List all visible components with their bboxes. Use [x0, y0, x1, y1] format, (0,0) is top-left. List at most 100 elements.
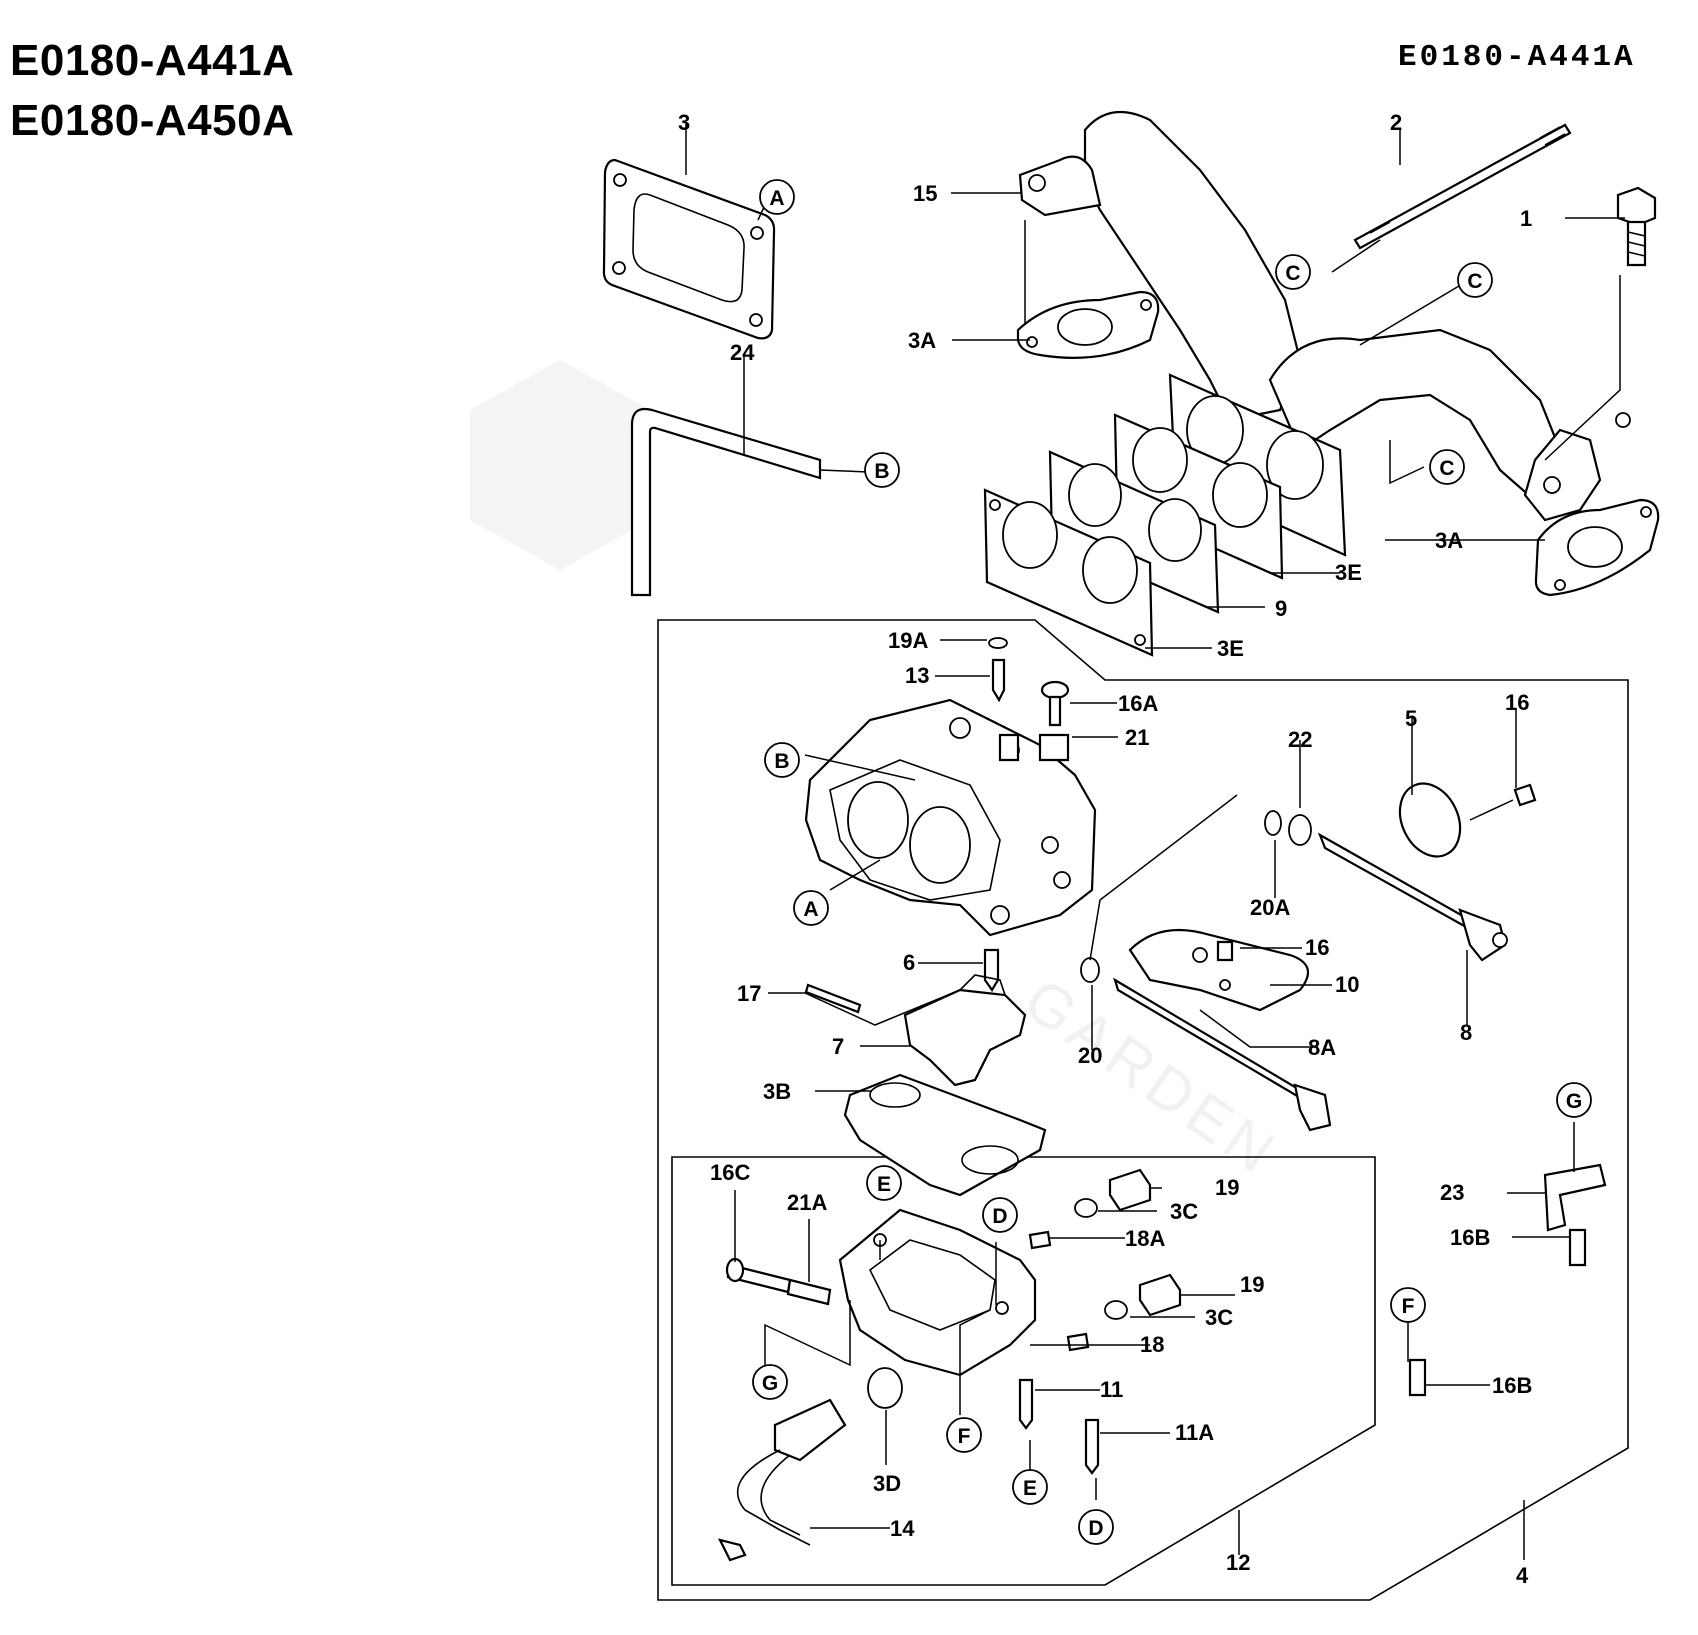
callout-8: 8	[1460, 1020, 1472, 1045]
callout-4: 4	[1516, 1563, 1529, 1588]
ref-marker-C-manifold: C	[1457, 262, 1493, 298]
ref-marker-C-flange: C	[1429, 449, 1465, 485]
bracket-23	[1543, 1163, 1607, 1232]
screw-16A	[1040, 680, 1070, 727]
callout-10: 10	[1335, 972, 1359, 997]
callout-3D: 3D	[873, 1471, 901, 1496]
callout-21: 21	[1125, 725, 1149, 750]
callout-9: 9	[1275, 596, 1287, 621]
callout-16-mid: 16	[1305, 935, 1329, 960]
gasket-3A-right	[1534, 498, 1660, 597]
choke-plate-10	[1128, 928, 1310, 1012]
throttle-valve-5	[1398, 782, 1462, 858]
choke-shaft-8A	[1113, 977, 1332, 1132]
jet-11A	[1084, 1418, 1100, 1475]
callout-15: 15	[913, 181, 937, 206]
callout-3E-lower: 3E	[1217, 636, 1244, 661]
plug-19-lower	[1138, 1273, 1182, 1317]
callout-20A: 20A	[1250, 895, 1290, 920]
svg-text:E: E	[1023, 1477, 1037, 1500]
gasket-3E-lower	[983, 488, 1154, 657]
float-7	[903, 974, 1027, 1087]
gasket-3A-left	[1016, 290, 1160, 359]
assembly-12-outline	[671, 1156, 1376, 1586]
callout-19-lower: 19	[1240, 1272, 1264, 1297]
callout-1: 1	[1520, 206, 1532, 231]
callout-3C-upper: 3C	[1170, 1199, 1198, 1224]
ref-marker-A-carb: A	[793, 890, 829, 926]
jet-18A	[1028, 1230, 1052, 1250]
reference-markers: A B C C C B A E D G F E D G F	[752, 179, 1592, 1545]
carburetor-body	[804, 698, 1097, 937]
callout-23: 23	[1440, 1180, 1464, 1205]
gasket-3B	[843, 1073, 1047, 1197]
screw-16C	[725, 1257, 792, 1294]
svg-text:G: G	[1566, 1090, 1582, 1113]
callout-13: 13	[905, 663, 929, 688]
svg-text:C: C	[1285, 262, 1300, 285]
callout-16B-upper: 16B	[1450, 1225, 1490, 1250]
solenoid-14	[717, 1398, 847, 1562]
seal-22	[1288, 814, 1312, 846]
o-ring-19A	[988, 637, 1008, 649]
washer-20A	[1264, 810, 1282, 836]
callout-24: 24	[730, 340, 755, 365]
callout-19-upper: 19	[1215, 1175, 1239, 1200]
callout-11: 11	[1100, 1377, 1123, 1402]
callout-11A: 11A	[1175, 1420, 1214, 1445]
washer-20	[1080, 957, 1100, 983]
callout-17: 17	[737, 981, 761, 1006]
stud-2	[1353, 123, 1572, 250]
callout-18A: 18A	[1125, 1226, 1165, 1251]
svg-text:C: C	[1467, 270, 1482, 293]
o-ring-3C-lower	[1104, 1300, 1128, 1320]
callout-3: 3	[678, 110, 690, 135]
callout-20: 20	[1078, 1043, 1102, 1068]
o-ring-3C-upper	[1074, 1198, 1098, 1218]
callout-14: 14	[890, 1516, 915, 1541]
callout-7: 7	[832, 1034, 844, 1059]
callout-3E-upper: 3E	[1335, 560, 1362, 585]
float-pin-17	[804, 983, 862, 1014]
callout-19A: 19A	[888, 628, 928, 653]
ref-marker-B-top: B	[864, 452, 900, 488]
callout-18: 18	[1140, 1332, 1164, 1357]
ref-marker-F-bolt: F	[1390, 1287, 1426, 1323]
svg-text:A: A	[803, 898, 818, 921]
ref-marker-G-bracket: G	[1556, 1082, 1592, 1118]
ref-marker-B-carb: B	[764, 742, 800, 778]
callout-3A-left: 3A	[908, 328, 936, 353]
callout-16A: 16A	[1118, 691, 1158, 716]
bolt-16B-upper	[1568, 1228, 1587, 1267]
spring-21A	[786, 1278, 832, 1306]
ref-marker-D-jet: D	[1078, 1509, 1114, 1545]
jet-11	[1018, 1378, 1034, 1430]
callout-2: 2	[1390, 110, 1402, 135]
plate-9	[1048, 450, 1220, 614]
ref-marker-F-bowl: F	[946, 1417, 982, 1453]
ref-marker-G-bowl: G	[752, 1364, 788, 1400]
svg-text:B: B	[874, 460, 889, 483]
screw-16-mid	[1216, 940, 1234, 962]
page-code: E0180-A441A	[1398, 40, 1636, 75]
o-ring-3D	[867, 1367, 903, 1409]
part-callouts: 1 2 3 3A 3A 3B 3C 3C 3D 3E 3E 4 5 6 7 8 …	[678, 110, 1532, 1588]
ref-marker-A-top: A	[759, 179, 795, 215]
screw-13	[991, 658, 1006, 703]
svg-text:D: D	[1088, 1517, 1103, 1540]
ref-marker-E-jet: E	[1012, 1469, 1048, 1505]
float-needle-6	[983, 948, 1000, 993]
callout-16-top: 16	[1505, 690, 1529, 715]
svg-text:F: F	[958, 1425, 971, 1448]
bolt-16B-lower	[1408, 1358, 1427, 1397]
callout-8A: 8A	[1308, 1035, 1336, 1060]
callout-16C: 16C	[710, 1160, 750, 1185]
svg-text:G: G	[762, 1372, 778, 1395]
jet-18	[1066, 1332, 1090, 1352]
float-bowl	[838, 1208, 1037, 1377]
screw-16-top	[1513, 783, 1537, 807]
hose-24	[630, 407, 822, 597]
callout-5: 5	[1405, 706, 1417, 731]
callout-3C-lower: 3C	[1205, 1305, 1233, 1330]
